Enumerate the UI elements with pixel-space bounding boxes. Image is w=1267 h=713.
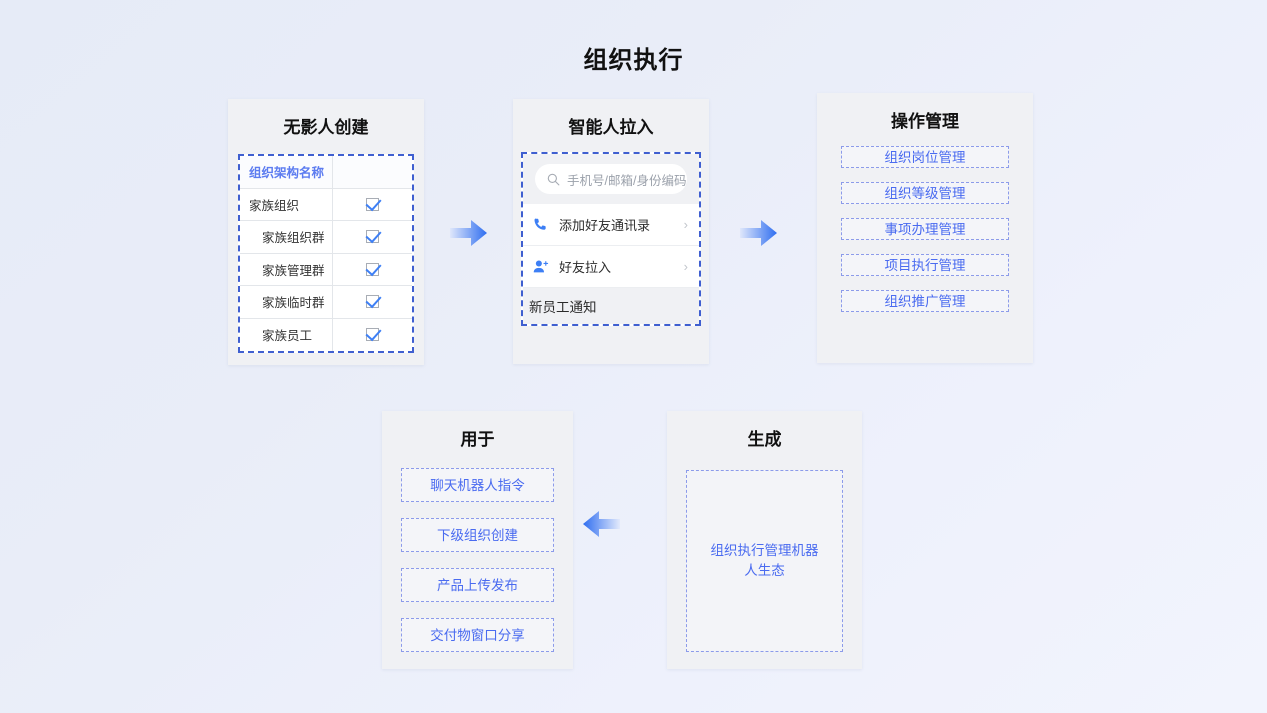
card-invite: 智能人拉入 手机号/邮箱/身份编码 添加好友通讯录 › [513, 99, 709, 364]
org-name-cell: 家族员工 [240, 318, 333, 351]
arrow-generate-to-usedfor [583, 510, 620, 543]
checkbox-checked-icon[interactable] [366, 295, 379, 309]
generate-output-box[interactable]: 组织执行管理机器人生态 [686, 470, 843, 652]
checkbox-checked-icon[interactable] [366, 262, 379, 276]
row-checkbox-cell[interactable] [333, 189, 412, 221]
arrow-create-to-invite [450, 219, 487, 252]
table-row[interactable]: 家族临时群 [240, 286, 412, 319]
manage-item-list: 组织岗位管理 组织等级管理 事项办理管理 项目执行管理 组织推广管理 [817, 146, 1033, 312]
manage-item-project-exec[interactable]: 项目执行管理 [841, 254, 1009, 276]
list-item-label: 好友拉入 [559, 260, 612, 275]
person-add-icon [533, 259, 552, 274]
row-checkbox-cell[interactable] [333, 286, 412, 318]
card-create: 无影人创建 组织架构名称 家族组织 家族组织群 家族管理群 家族临时群 [228, 99, 424, 365]
generate-output-text: 组织执行管理机器人生态 [710, 543, 819, 578]
card-used-for-title: 用于 [460, 430, 495, 449]
card-used-for: 用于 聊天机器人指令 下级组织创建 产品上传发布 交付物窗口分享 [382, 411, 573, 669]
used-for-item-chatbot-command[interactable]: 聊天机器人指令 [401, 468, 554, 502]
manage-item-org-level[interactable]: 组织等级管理 [841, 182, 1009, 204]
invite-panel: 手机号/邮箱/身份编码 添加好友通讯录 › 好友拉入 › [521, 152, 701, 326]
new-employee-notice[interactable]: 新员工通知 [523, 288, 699, 324]
card-generate-title: 生成 [747, 430, 782, 449]
row-checkbox-cell[interactable] [333, 221, 412, 253]
search-input[interactable]: 手机号/邮箱/身份编码 [535, 164, 687, 194]
card-manage-title: 操作管理 [891, 112, 959, 131]
table-row[interactable]: 家族组织 [240, 188, 412, 221]
list-item-add-contact[interactable]: 添加好友通讯录 › [523, 204, 699, 246]
card-create-title: 无影人创建 [283, 118, 369, 137]
used-for-item-suborg-create[interactable]: 下级组织创建 [401, 518, 554, 552]
column-header-org-name: 组织架构名称 [240, 156, 333, 188]
chevron-right-icon: › [683, 217, 688, 232]
manage-item-affairs[interactable]: 事项办理管理 [841, 218, 1009, 240]
used-for-item-deliverable-share[interactable]: 交付物窗口分享 [401, 618, 554, 652]
used-for-item-list: 聊天机器人指令 下级组织创建 产品上传发布 交付物窗口分享 [382, 468, 573, 652]
checkbox-checked-icon[interactable] [366, 230, 379, 244]
table-row[interactable]: 家族员工 [240, 318, 412, 352]
list-item-label: 添加好友通讯录 [559, 218, 651, 233]
search-placeholder: 手机号/邮箱/身份编码 [567, 173, 687, 188]
row-checkbox-cell[interactable] [333, 319, 412, 352]
search-area: 手机号/邮箱/身份编码 [523, 154, 699, 204]
org-name-cell: 家族临时群 [240, 286, 333, 318]
row-checkbox-cell[interactable] [333, 254, 412, 286]
table-header-row: 组织架构名称 [240, 156, 412, 189]
checkbox-checked-icon[interactable] [366, 197, 379, 211]
chevron-right-icon: › [683, 259, 688, 274]
table-row[interactable]: 家族管理群 [240, 253, 412, 286]
arrow-invite-to-manage [740, 219, 777, 252]
table-row[interactable]: 家族组织群 [240, 221, 412, 254]
card-manage: 操作管理 组织岗位管理 组织等级管理 事项办理管理 项目执行管理 组织推广管理 [817, 93, 1033, 363]
card-generate: 生成 组织执行管理机器人生态 [667, 411, 862, 669]
page-title: 组织执行 [583, 47, 684, 74]
used-for-item-product-publish[interactable]: 产品上传发布 [401, 568, 554, 602]
card-invite-title: 智能人拉入 [568, 118, 654, 137]
org-structure-table: 组织架构名称 家族组织 家族组织群 家族管理群 家族临时群 [238, 154, 414, 353]
search-icon [547, 173, 560, 185]
checkbox-checked-icon[interactable] [366, 328, 379, 342]
org-name-cell: 家族组织 [240, 188, 333, 220]
manage-item-org-position[interactable]: 组织岗位管理 [841, 146, 1009, 168]
list-item-friend-invite[interactable]: 好友拉入 › [523, 246, 699, 288]
manage-item-promotion[interactable]: 组织推广管理 [841, 290, 1009, 312]
org-name-cell: 家族管理群 [240, 253, 333, 285]
column-header-check [333, 156, 412, 188]
org-name-cell: 家族组织群 [240, 221, 333, 253]
phone-icon [533, 217, 552, 232]
